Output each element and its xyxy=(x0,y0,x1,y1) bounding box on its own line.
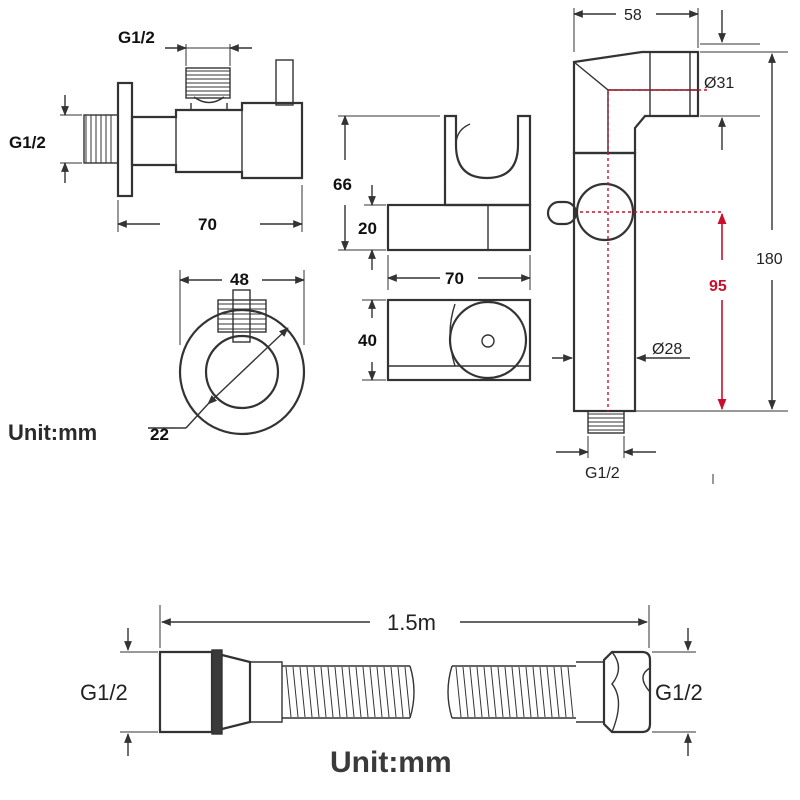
valve-top-thread-label: G1/2 xyxy=(118,28,155,47)
sprayer-handle-diameter-label: Ø28 xyxy=(652,341,682,358)
unit-label-bottom: Unit:mm xyxy=(330,746,452,779)
angle-valve-side-view: G1/2 G1/2 70 xyxy=(9,28,304,234)
valve-bore-label: 22 xyxy=(150,425,169,444)
holder-side-view: 66 20 70 xyxy=(333,114,532,290)
holder-front-view: 40 xyxy=(358,298,532,382)
holder-depth-label: 40 xyxy=(358,331,377,350)
hose-right-segment xyxy=(447,665,576,719)
hose-right-thread-label: G1/2 xyxy=(655,680,703,705)
sprayer-width-label: 58 xyxy=(624,7,642,24)
valve-left-thread xyxy=(83,114,119,164)
hose-left-segment xyxy=(282,665,415,719)
valve-top-thread xyxy=(185,67,231,99)
valve-left-thread-label: G1/2 xyxy=(9,133,46,152)
holder-base-label: 20 xyxy=(358,219,377,238)
unit-label-top: Unit:mm xyxy=(8,420,97,445)
sprayer-total-height-label: 180 xyxy=(756,251,783,268)
hose-drawing: 1.5m G1/2 xyxy=(80,605,703,756)
angle-valve-front-view: 48 22 xyxy=(148,270,306,444)
holder-width-label: 70 xyxy=(445,269,464,288)
hose-left-thread-label: G1/2 xyxy=(80,680,128,705)
sprayer-head-diameter-label: Ø31 xyxy=(704,75,734,92)
hose-length-label: 1.5m xyxy=(387,610,436,635)
valve-diameter-label: 48 xyxy=(230,270,249,289)
sprayer-thread-label: G1/2 xyxy=(585,465,620,482)
valve-length-label: 70 xyxy=(198,215,217,234)
sprayer-drawing: 95 58 Ø31 180 Ø28 G1/2 xyxy=(546,7,788,484)
holder-height-label: 66 xyxy=(333,175,352,194)
sprayer-lower-height-label: 95 xyxy=(709,278,727,295)
